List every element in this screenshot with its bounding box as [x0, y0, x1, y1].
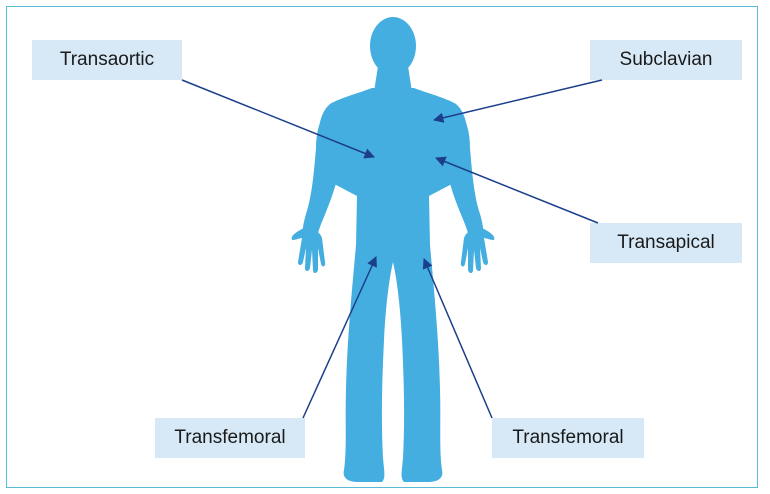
right-arm-shape	[444, 104, 483, 242]
right-hand-shape	[461, 228, 495, 273]
label-subclavian: Subclavian	[590, 40, 742, 80]
left-hand-shape	[292, 228, 326, 273]
label-transapical: Transapical	[590, 223, 742, 263]
label-transaortic: Transaortic	[32, 40, 182, 80]
left-arm-shape	[303, 104, 342, 242]
subclavian-arrow	[434, 80, 602, 120]
label-transfemoral-left: Transfemoral	[155, 418, 305, 458]
label-transfemoral-right: Transfemoral	[492, 418, 644, 458]
human-body-silhouette	[292, 17, 495, 482]
